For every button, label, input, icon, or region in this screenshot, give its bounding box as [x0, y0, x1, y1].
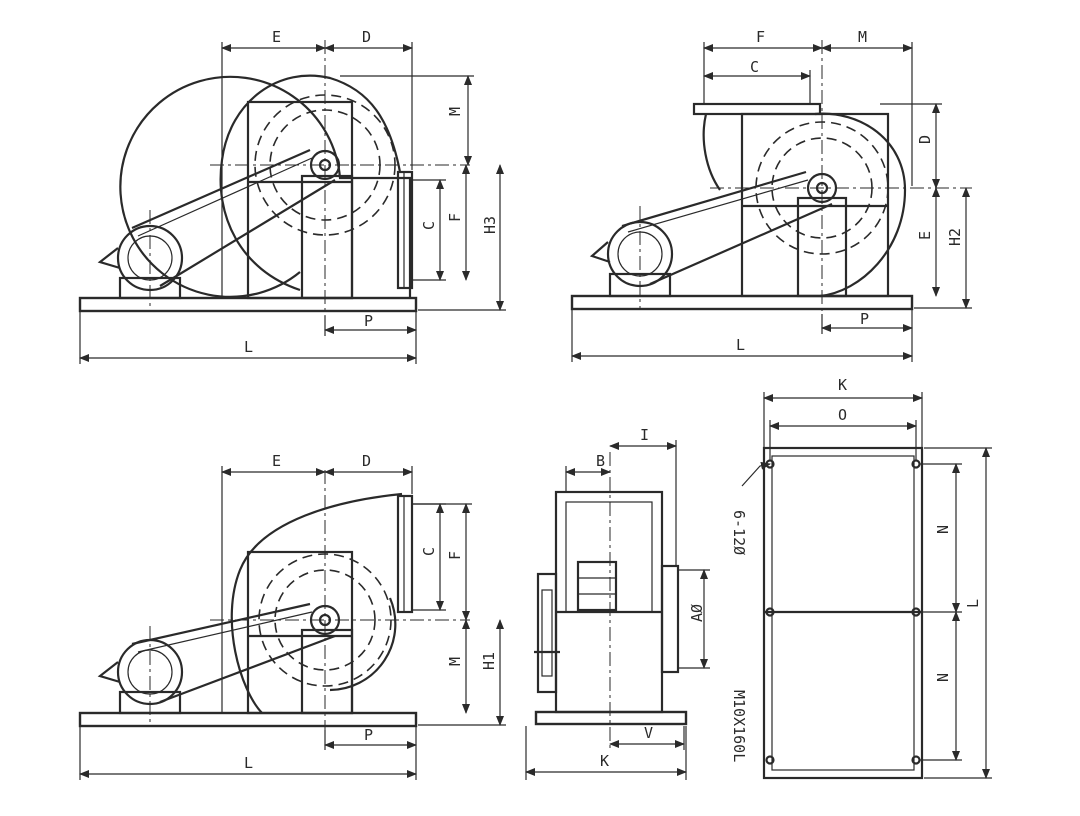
dim-H3-top-left: H3	[481, 216, 499, 234]
dim-E-top-left: E	[272, 28, 281, 46]
dim-L-base-plan: L	[964, 599, 982, 608]
note-bolts: M10X160L	[730, 690, 748, 762]
view-top-left: E D M C F H3 P L	[78, 28, 506, 364]
dim-E-bottom-left: E	[272, 452, 281, 470]
dim-V-side: V	[644, 724, 653, 742]
dim-D-top-right: D	[916, 135, 934, 144]
dim-O-base-plan: O	[838, 406, 847, 424]
view-top-right: F M C D E H2 P L	[570, 28, 972, 362]
dim-F-bottom-left: F	[446, 551, 464, 560]
dim-F-top-right: F	[756, 28, 765, 46]
dim-L-top-left: L	[244, 338, 253, 356]
dim-L-top-right: L	[736, 336, 745, 354]
dim-E-top-right: E	[916, 231, 934, 240]
dim-P-bottom-left: P	[364, 726, 373, 744]
dim-C-top-right: C	[750, 58, 759, 76]
dim-I-side: I	[640, 426, 649, 444]
dim-H1-top-left: H1	[480, 652, 498, 670]
view-bottom-left: E D C F M H1 P L	[78, 452, 506, 780]
dim-P-top-right: P	[860, 310, 869, 328]
dim-C-bottom-left: C	[420, 547, 438, 556]
view-base-plan: K O N N L 6-12Ø M10X160L	[730, 376, 992, 780]
dim-N2-base-plan: N	[934, 673, 952, 682]
dim-D-top-left: D	[362, 28, 371, 46]
note-holes: 6-12Ø	[730, 510, 748, 555]
dim-N1-base-plan: N	[934, 525, 952, 534]
dim-F-top-left: F	[446, 213, 464, 222]
dim-K-side: K	[600, 752, 609, 770]
dim-M-top-left: M	[446, 107, 464, 116]
dim-H2-top-right: H2	[946, 228, 964, 246]
dim-K-base-plan: K	[838, 376, 847, 394]
dim-M-top-right: M	[858, 28, 867, 46]
dim-C-top-left: C	[420, 221, 438, 230]
dim-L-bottom-left: L	[244, 754, 253, 772]
dim-A-side: AØ	[688, 604, 706, 622]
dim-D-bottom-left: D	[362, 452, 371, 470]
dim-P-top-left: P	[364, 312, 373, 330]
dim-B-side: B	[596, 452, 605, 470]
view-side: B I AØ V K	[525, 426, 710, 780]
dim-M-bottom-left: M	[446, 657, 464, 666]
